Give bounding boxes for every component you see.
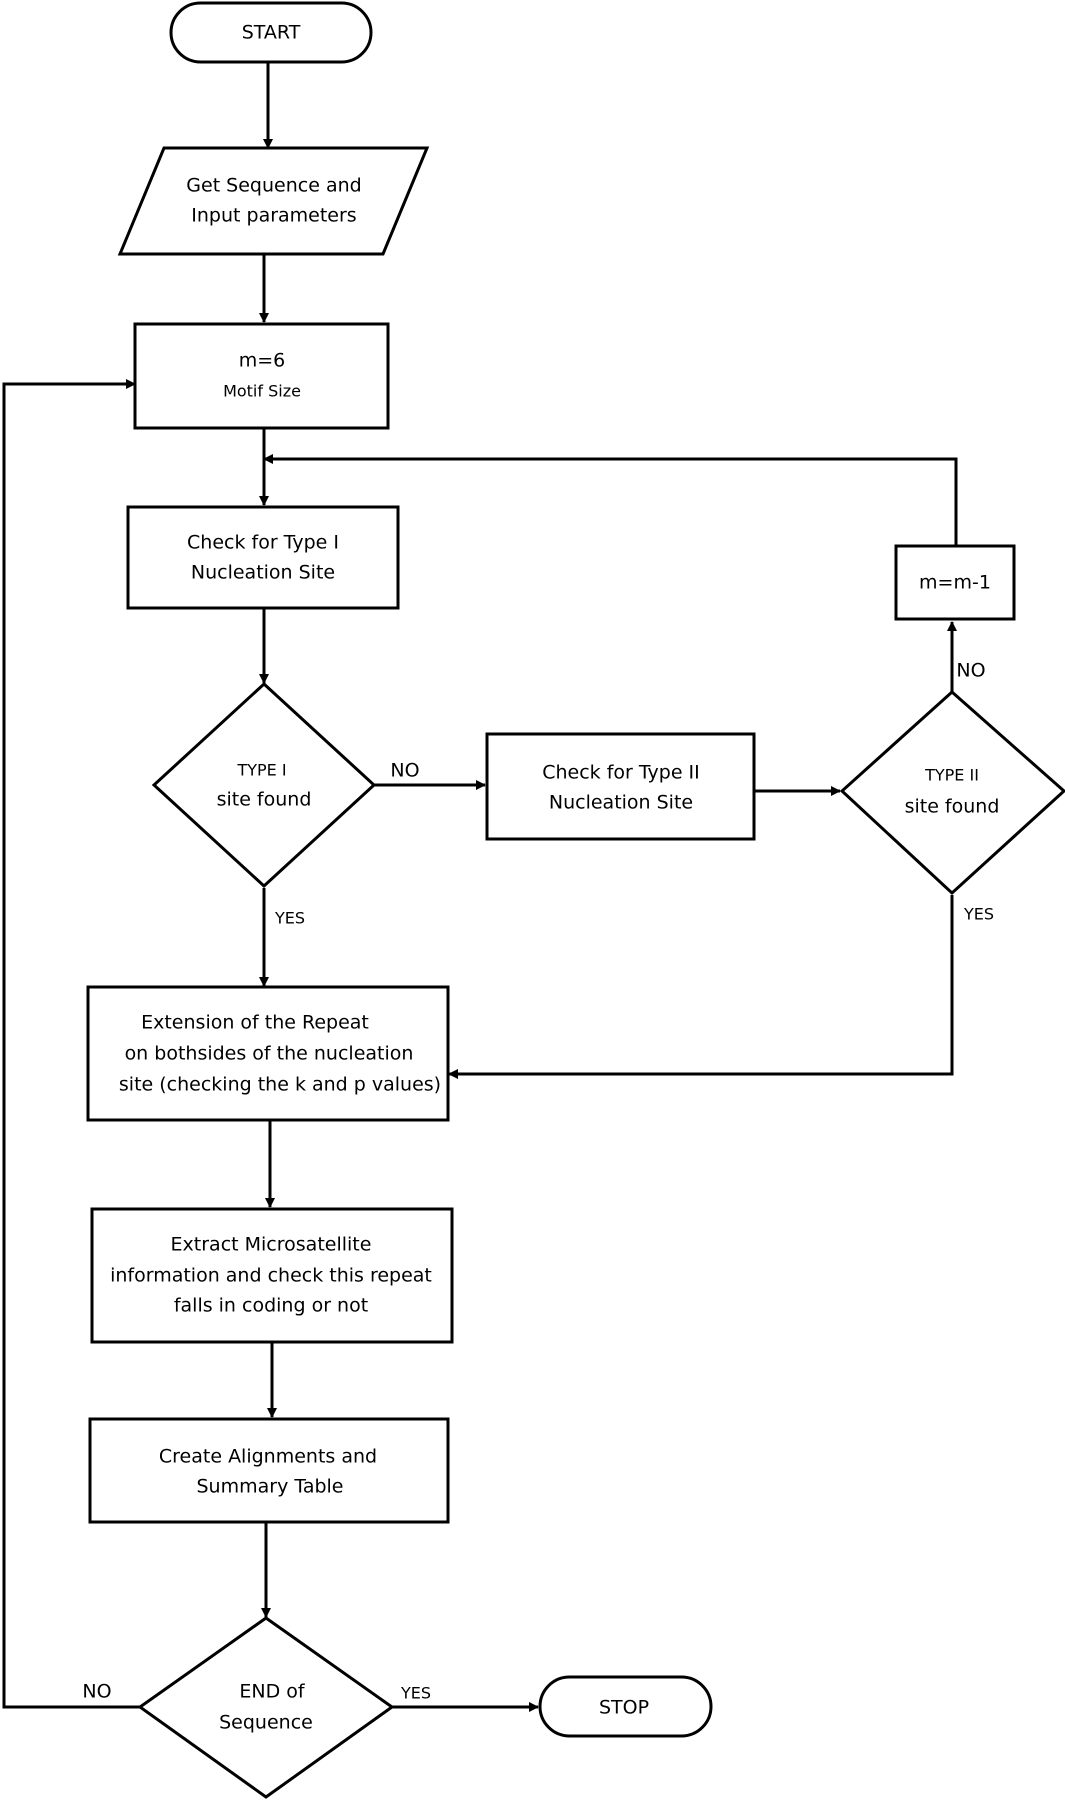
dec3-no-label: NO xyxy=(82,1681,111,1703)
node-start: START xyxy=(169,1,373,64)
node-motif: m=6 Motif Size xyxy=(133,322,390,430)
align-label-line2: Summary Table xyxy=(197,1476,344,1498)
node-dec3: END of Sequence xyxy=(137,1616,395,1799)
extend-box xyxy=(86,985,450,1122)
edge-dec2-yes-to-extend xyxy=(448,895,954,1079)
stop-label: STOP xyxy=(599,1697,649,1719)
align-box xyxy=(88,1417,450,1524)
extend-label-line3: site (checking the k and p values) xyxy=(119,1074,441,1096)
extend-label-line1: Extension of the Repeat xyxy=(141,1012,369,1034)
dec3-label-line1: END of xyxy=(239,1681,306,1703)
node-decrement: m=m-1 xyxy=(894,544,1016,621)
start-terminal xyxy=(169,1,373,64)
node-stop: STOP xyxy=(538,1675,713,1738)
dec2-yes-label: YES xyxy=(963,905,994,924)
check2-box xyxy=(485,732,756,841)
dec3-label-line2: Sequence xyxy=(219,1712,313,1734)
dec2-no-label: NO xyxy=(956,660,985,682)
node-align: Create Alignments and Summary Table xyxy=(88,1417,450,1524)
dec1-yes-label: YES xyxy=(274,909,305,928)
dec1-diamond xyxy=(151,681,377,889)
dec1-label-line1: TYPE I xyxy=(236,761,286,780)
stop-terminal xyxy=(538,1675,713,1738)
extract-label-line3: falls in coding or not xyxy=(174,1295,368,1317)
node-extend: Extension of the Repeat on bothsides of … xyxy=(86,985,450,1122)
input-label-line1: Get Sequence and xyxy=(186,175,361,197)
input-parallelogram xyxy=(117,146,430,256)
node-dec1: TYPE I site found xyxy=(151,681,377,889)
connectors xyxy=(2,62,958,1712)
decrement-label: m=m-1 xyxy=(919,572,991,594)
dec1-label-line2: site found xyxy=(217,789,312,811)
decrement-box xyxy=(894,544,1016,621)
node-extract: Extract Microsatellite information and c… xyxy=(90,1207,454,1344)
align-label-line1: Create Alignments and xyxy=(159,1446,377,1468)
node-check2: Check for Type II Nucleation Site xyxy=(485,732,756,841)
motif-box xyxy=(133,322,390,430)
dec1-no-label: NO xyxy=(390,760,419,782)
extract-box xyxy=(90,1207,454,1344)
dec2-label-line2: site found xyxy=(905,796,1000,818)
check2-label-line2: Nucleation Site xyxy=(549,792,693,814)
edge-decrement-loop-to-check1 xyxy=(263,454,958,546)
motif-label-line2: Motif Size xyxy=(223,382,301,401)
dec2-label-line1: TYPE II xyxy=(924,766,979,785)
node-check1: Check for Type I Nucleation Site xyxy=(126,505,400,610)
dec3-yes-label: YES xyxy=(400,1684,431,1703)
edge-dec3-no-loop-to-motif xyxy=(2,379,140,1709)
dec2-diamond xyxy=(839,689,1065,896)
extend-label-line2: on bothsides of the nucleation xyxy=(125,1043,414,1065)
check2-label-line1: Check for Type II xyxy=(542,762,700,784)
check1-label-line2: Nucleation Site xyxy=(191,562,335,584)
check1-box xyxy=(126,505,400,610)
motif-label-line1: m=6 xyxy=(239,350,286,372)
start-label: START xyxy=(242,22,301,44)
dec3-diamond xyxy=(137,1616,395,1799)
node-dec2: TYPE II site found xyxy=(839,689,1065,896)
edge-labels: NO YES NO YES NO YES xyxy=(82,660,994,1703)
check1-label-line1: Check for Type I xyxy=(187,532,339,554)
node-input: Get Sequence and Input parameters xyxy=(117,146,430,256)
extract-label-line2: information and check this repeat xyxy=(110,1265,432,1287)
extract-label-line1: Extract Microsatellite xyxy=(171,1234,372,1256)
input-label-line2: Input parameters xyxy=(191,205,356,227)
